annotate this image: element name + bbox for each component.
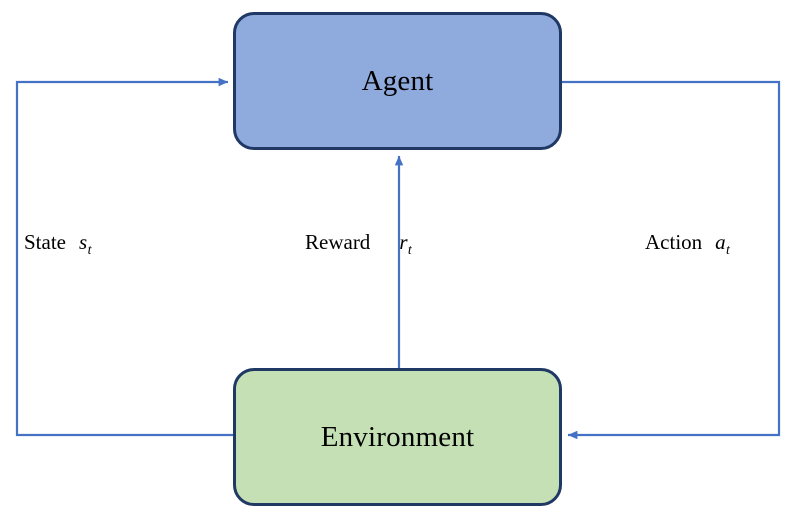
environment-node-label: Environment — [320, 420, 475, 453]
environment-node[interactable]: Environment — [233, 368, 562, 506]
action-connector — [562, 80, 781, 440]
agent-node[interactable]: Agent — [233, 12, 562, 150]
reward-term: Reward — [305, 230, 371, 254]
state-variable-symbol: s — [79, 230, 88, 254]
action-variable-subscript: t — [726, 241, 730, 257]
state-variable-subscript: t — [87, 241, 92, 257]
agent-node-label: Agent — [361, 64, 434, 97]
state-variable: st — [66, 230, 92, 257]
reward-variable: rt — [370, 230, 412, 257]
reward-variable-symbol: r — [399, 230, 408, 254]
action-variable: at — [702, 230, 730, 257]
state-connector — [15, 77, 233, 437]
action-variable-symbol: a — [715, 230, 726, 254]
action-term: Action — [645, 230, 703, 254]
state-term: State — [24, 230, 66, 254]
reward-variable-subscript: t — [407, 241, 412, 257]
